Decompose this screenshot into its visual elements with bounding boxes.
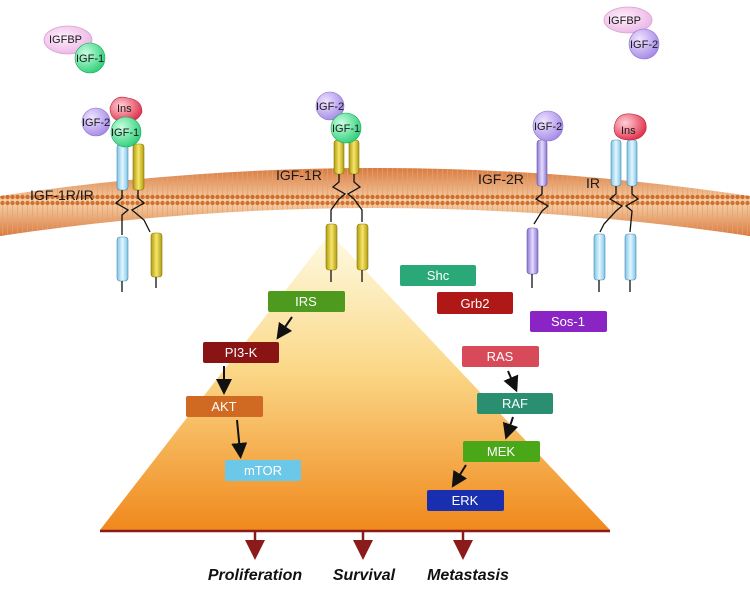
label-igf1r-ir: IGF-1R/IR xyxy=(30,187,94,203)
signaling-pyramid xyxy=(100,233,610,530)
svg-text:Shc: Shc xyxy=(427,268,450,283)
label-igf1-free: IGF-1 xyxy=(76,53,104,65)
node-irs: IRS xyxy=(268,291,345,312)
igf2-ball-free xyxy=(628,28,660,60)
node-sos1: Sos-1 xyxy=(530,311,607,332)
receptor-igf1r xyxy=(325,139,369,282)
node-mek: MEK xyxy=(463,441,540,462)
node-pi3k: PI3-K xyxy=(203,342,279,363)
label-ins-hybrid: Ins xyxy=(117,103,132,115)
igfbp-blob-right xyxy=(603,6,653,34)
arrow-raf-to-mek xyxy=(502,416,519,440)
node-grb2: Grb2 xyxy=(437,292,513,314)
igfbp-igf1-complex: IGFBP IGF-1 xyxy=(43,25,106,74)
outcome-survival: Survival xyxy=(333,567,396,584)
node-raf: RAF xyxy=(477,393,553,414)
svg-text:AKT: AKT xyxy=(211,399,236,414)
node-erk: ERK xyxy=(427,490,504,511)
label-igf2-igf2r: IGF-2 xyxy=(534,121,562,133)
label-igf1-hybrid: IGF-1 xyxy=(111,127,139,139)
node-mtor: mTOR xyxy=(225,460,301,481)
ir-ligand: Ins xyxy=(613,113,647,141)
label-ins-ir: Ins xyxy=(621,125,636,137)
svg-text:RAF: RAF xyxy=(502,396,528,411)
label-ir: IR xyxy=(586,175,600,191)
arrow-irs-to-pi3k xyxy=(276,316,293,340)
arrow-mek-to-erk xyxy=(451,464,468,488)
label-igf2-hybrid: IGF-2 xyxy=(82,117,110,129)
cell-membrane xyxy=(0,168,750,236)
svg-text:MEK: MEK xyxy=(487,444,516,459)
svg-text:PI3-K: PI3-K xyxy=(225,345,258,360)
node-shc: Shc xyxy=(400,265,476,286)
svg-text:IRS: IRS xyxy=(295,294,317,309)
label-igfbp-left: IGFBP xyxy=(49,34,82,46)
igf1-ball-free xyxy=(74,42,106,74)
label-igfbp-right: IGFBP xyxy=(608,15,641,27)
label-igf2-igf1r: IGF-2 xyxy=(316,101,344,113)
svg-text:Sos-1: Sos-1 xyxy=(551,314,585,329)
outcome-proliferation: Proliferation xyxy=(208,567,302,584)
receptor-igf2r xyxy=(526,139,550,288)
node-akt: AKT xyxy=(186,396,263,417)
igf2r-ligand: IGF-2 xyxy=(532,110,564,142)
arrow-akt-to-mtor xyxy=(231,419,248,459)
label-igf2-free: IGF-2 xyxy=(630,39,658,51)
svg-text:RAS: RAS xyxy=(487,349,514,364)
node-ras: RAS xyxy=(462,346,539,367)
label-igf1r: IGF-1R xyxy=(276,167,322,183)
label-igf1-igf1r: IGF-1 xyxy=(332,123,360,135)
arrow-ras-to-raf xyxy=(503,370,519,393)
receptor-igf1r-ir xyxy=(114,143,163,292)
svg-text:Grb2: Grb2 xyxy=(461,296,490,311)
label-igf2r: IGF-2R xyxy=(478,171,524,187)
igf1r-ligands: IGF-2 IGF-1 xyxy=(315,91,362,144)
outcome-metastasis: Metastasis xyxy=(427,567,509,584)
hybrid-receptor-ligands: Ins IGF-2 IGF-1 xyxy=(81,96,143,148)
receptor-ir xyxy=(593,139,640,292)
svg-text:mTOR: mTOR xyxy=(244,463,282,478)
igfbp-igf2-complex: IGFBP IGF-2 xyxy=(603,6,660,60)
svg-text:ERK: ERK xyxy=(452,493,479,508)
